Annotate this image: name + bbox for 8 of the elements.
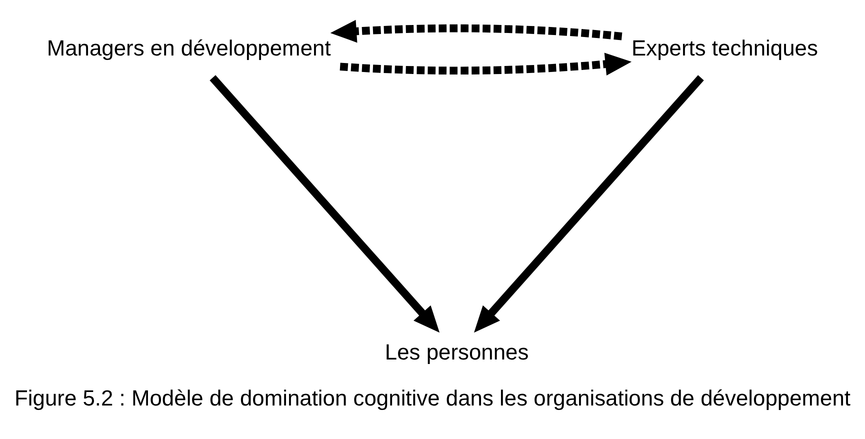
arrow bbox=[330, 20, 622, 43]
node-text: Experts techniques bbox=[632, 35, 818, 60]
caption: Figure 5.2 : Modèle de domination cognitive dans les organisations de développement bbox=[14, 386, 850, 411]
arrow bbox=[210, 75, 440, 333]
node-text: Les personnes bbox=[384, 339, 529, 364]
arrow bbox=[340, 52, 632, 76]
arrow bbox=[474, 75, 704, 333]
node-text: Managers en développement bbox=[46, 35, 331, 60]
